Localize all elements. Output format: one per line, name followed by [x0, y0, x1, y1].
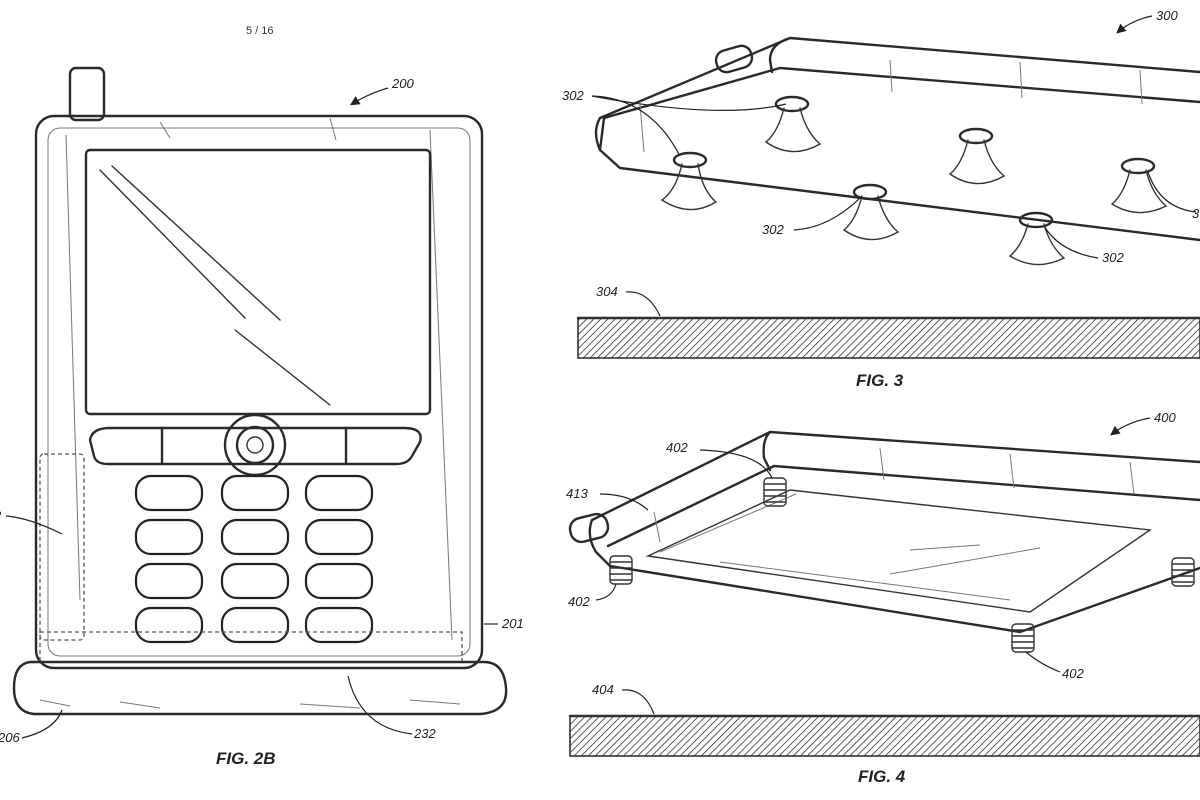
key: [134, 562, 204, 600]
spring-foot: [1171, 557, 1195, 587]
suction-pad: [948, 127, 1006, 185]
fig4-connector: [568, 512, 610, 544]
fig4-ref-surface: 404: [592, 682, 614, 697]
spring-foot: [609, 555, 633, 585]
key: [134, 518, 204, 556]
fig2b-caption: FIG. 2B: [216, 749, 276, 768]
key: [304, 562, 374, 600]
fig4-ref-assembly: 400: [1154, 410, 1176, 425]
fig3-ref-pad-b: 302: [762, 222, 784, 237]
spring-foot: [763, 477, 787, 507]
suction-pad: [1110, 157, 1168, 214]
fig4-ref-spring-left: 402: [568, 594, 590, 609]
function-key-bar: [88, 426, 422, 466]
internal-region-dashed-bottom: [39, 631, 463, 663]
fig3-ref-right-cut: 3: [1192, 206, 1200, 221]
suction-pad: [1008, 211, 1066, 266]
key: [220, 474, 290, 512]
fig2b-ref-edge: 232: [413, 726, 436, 741]
fig4-ref-spring-bottom: 402: [1062, 666, 1084, 681]
key: [220, 562, 290, 600]
keypad: [134, 474, 374, 644]
fig4-caption: FIG. 4: [858, 767, 906, 786]
key: [304, 606, 374, 644]
key: [134, 606, 204, 644]
suction-pad: [842, 183, 900, 241]
fig3-caption: FIG. 3: [856, 371, 904, 390]
fig-4-device-with-spring-feet: [568, 417, 1200, 757]
fig3-connector: [714, 44, 754, 74]
suction-pad: [764, 95, 822, 153]
fig2b-ref-base: 206: [0, 730, 20, 745]
key: [220, 518, 290, 556]
key: [304, 518, 374, 556]
spring-foot: [1011, 623, 1035, 653]
nav-button: [223, 413, 287, 477]
fig-3-device-with-suction-pads: [576, 15, 1200, 359]
fig3-ref-pad-a: 302: [562, 88, 584, 103]
fig3-ref-surface: 304: [596, 284, 618, 299]
fig3-ref-pad-c: 302: [1102, 250, 1124, 265]
fig3-ref-assembly: 300: [1156, 8, 1178, 23]
fig4-inner-recess: [645, 489, 1152, 613]
fig4-surface: [569, 715, 1200, 757]
fig3-surface: [577, 317, 1200, 359]
key: [220, 606, 290, 644]
fig4-ref-connector: 413: [566, 486, 588, 501]
suction-pad: [660, 151, 718, 211]
fig2b-ref-housing: 201: [501, 616, 524, 631]
fig4-device-body: [588, 430, 1200, 634]
phone-inner-outline: [47, 127, 471, 657]
internal-region-dashed: [39, 453, 85, 641]
sheet-number: 5 / 16: [246, 25, 274, 37]
fig2b-ref-left-cut: 2: [0, 508, 2, 523]
fig4-ref-spring-top: 402: [666, 440, 688, 455]
suction-pads: [660, 95, 1168, 266]
fig-2b-phone-drawing: [5, 66, 508, 739]
phone-body: [34, 114, 484, 670]
key: [304, 474, 374, 512]
fig3-device-body: [594, 36, 1200, 242]
base-pad: [12, 660, 508, 716]
fig2b-ref-device: 200: [391, 76, 414, 91]
nav-button-inner: [235, 425, 275, 465]
antenna: [68, 66, 106, 122]
key: [134, 474, 204, 512]
